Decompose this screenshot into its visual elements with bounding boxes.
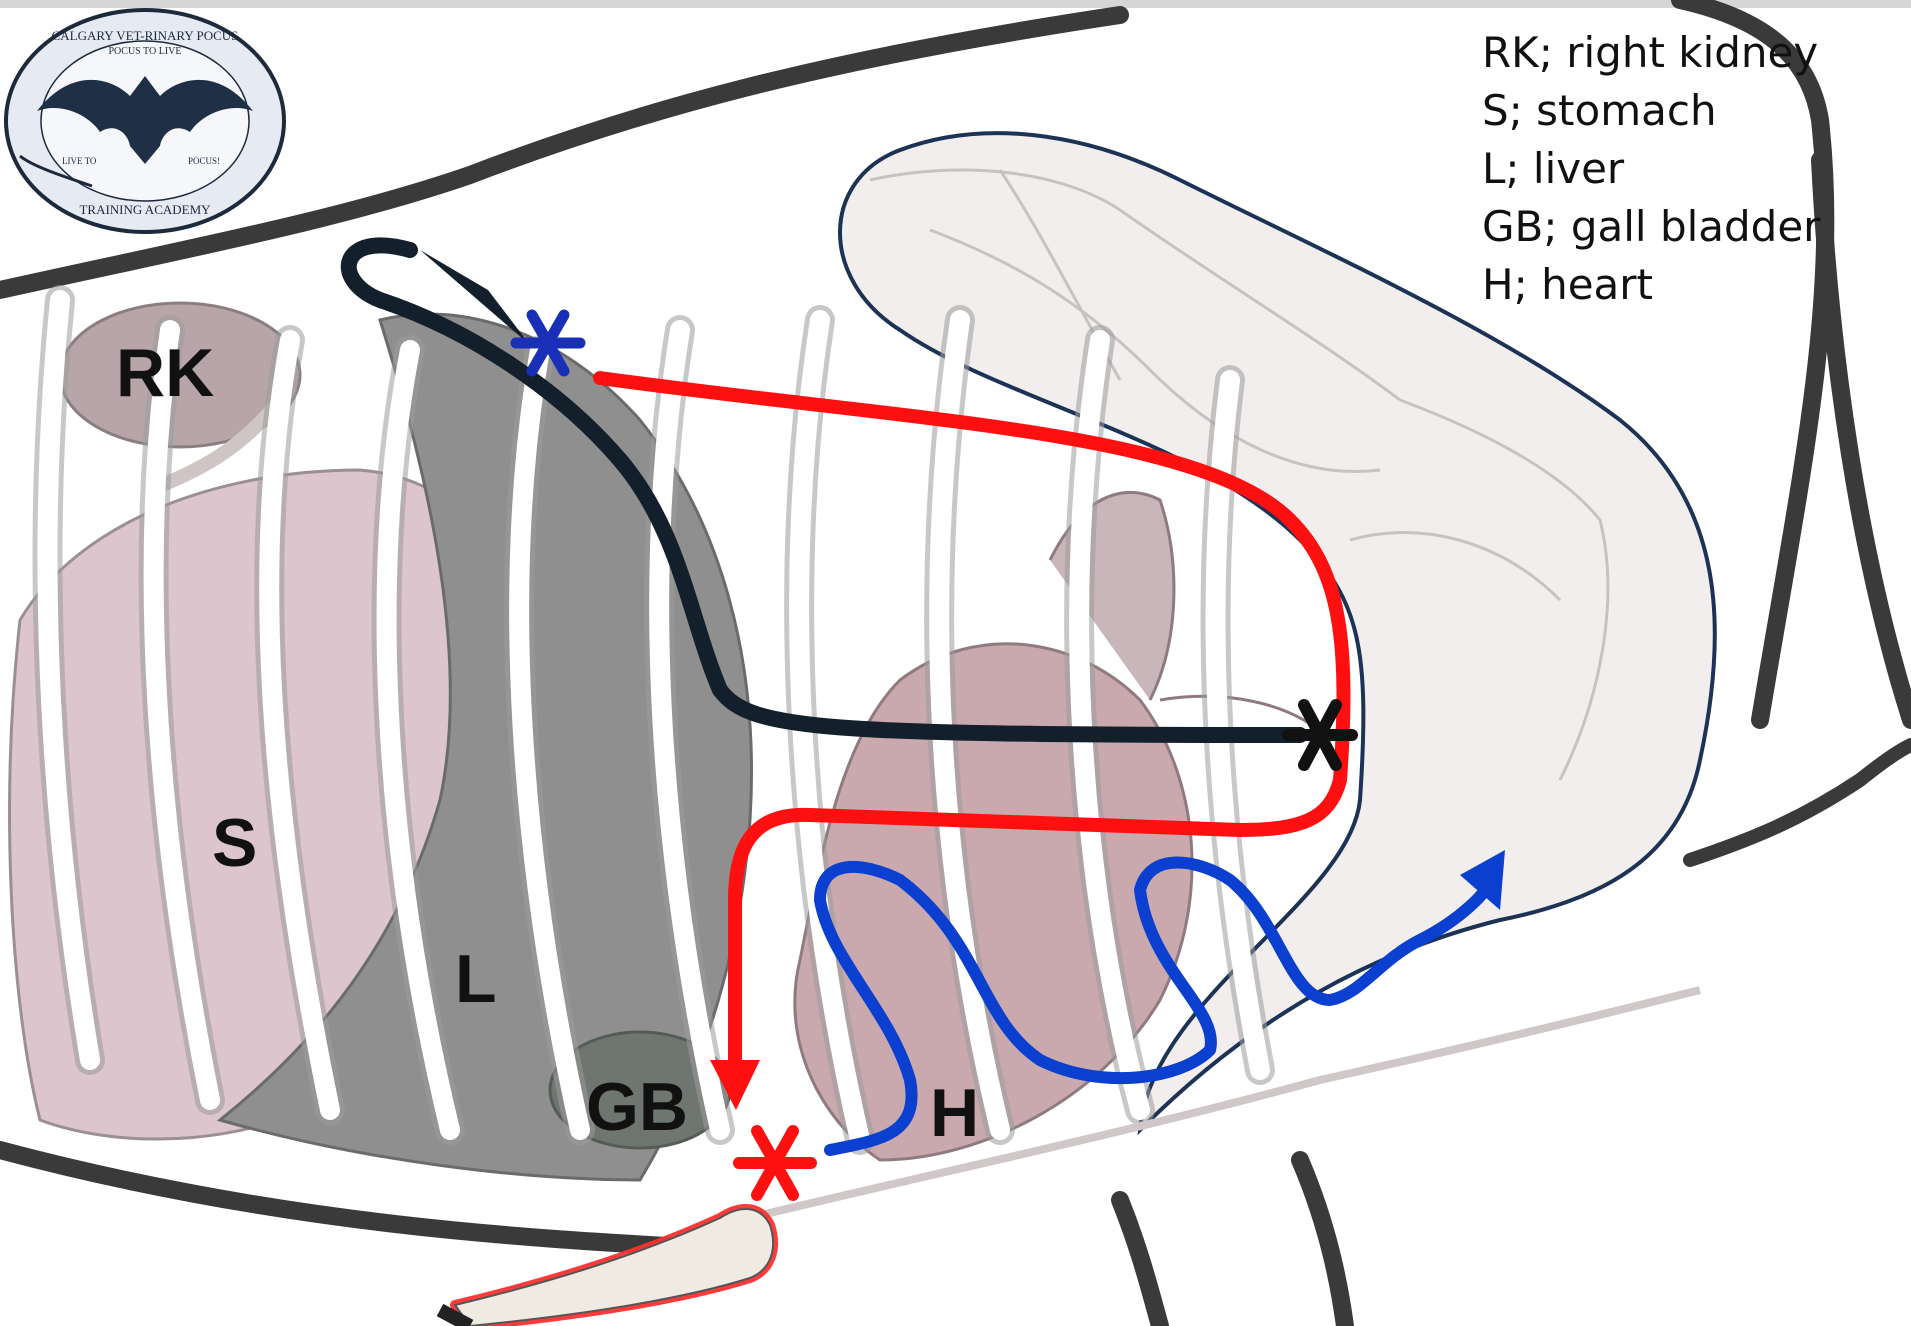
- legend-item-gb: GB; gall bladder: [1482, 198, 1820, 256]
- logo-motto-top: POCUS TO LIVE: [109, 46, 182, 57]
- legend-item-rk: RK; right kidney: [1482, 24, 1820, 82]
- logo-motto-left: LIVE TO: [62, 156, 97, 166]
- label-h: H: [930, 1075, 979, 1151]
- legend-item-h: H; heart: [1482, 256, 1820, 314]
- logo-bottom-arc: TRAINING ACADEMY: [79, 202, 211, 217]
- label-gb: GB: [586, 1069, 688, 1145]
- legend-item-s: S; stomach: [1482, 82, 1820, 140]
- calgary-pocus-logo: CALGARY VET-RINARY POCUS POCUS TO LIVE L…: [2, 6, 288, 236]
- abbreviation-legend: RK; right kidney S; stomach L; liver GB;…: [1482, 24, 1820, 314]
- logo-motto-right: POCUS!: [188, 156, 220, 166]
- legend-item-l: L; liver: [1482, 140, 1820, 198]
- logo-top-arc: CALGARY VET-RINARY POCUS: [52, 28, 239, 43]
- label-rk: RK: [116, 335, 214, 411]
- label-s: S: [212, 805, 257, 881]
- label-l: L: [455, 941, 497, 1017]
- red-asterisk-marker: [739, 1131, 811, 1195]
